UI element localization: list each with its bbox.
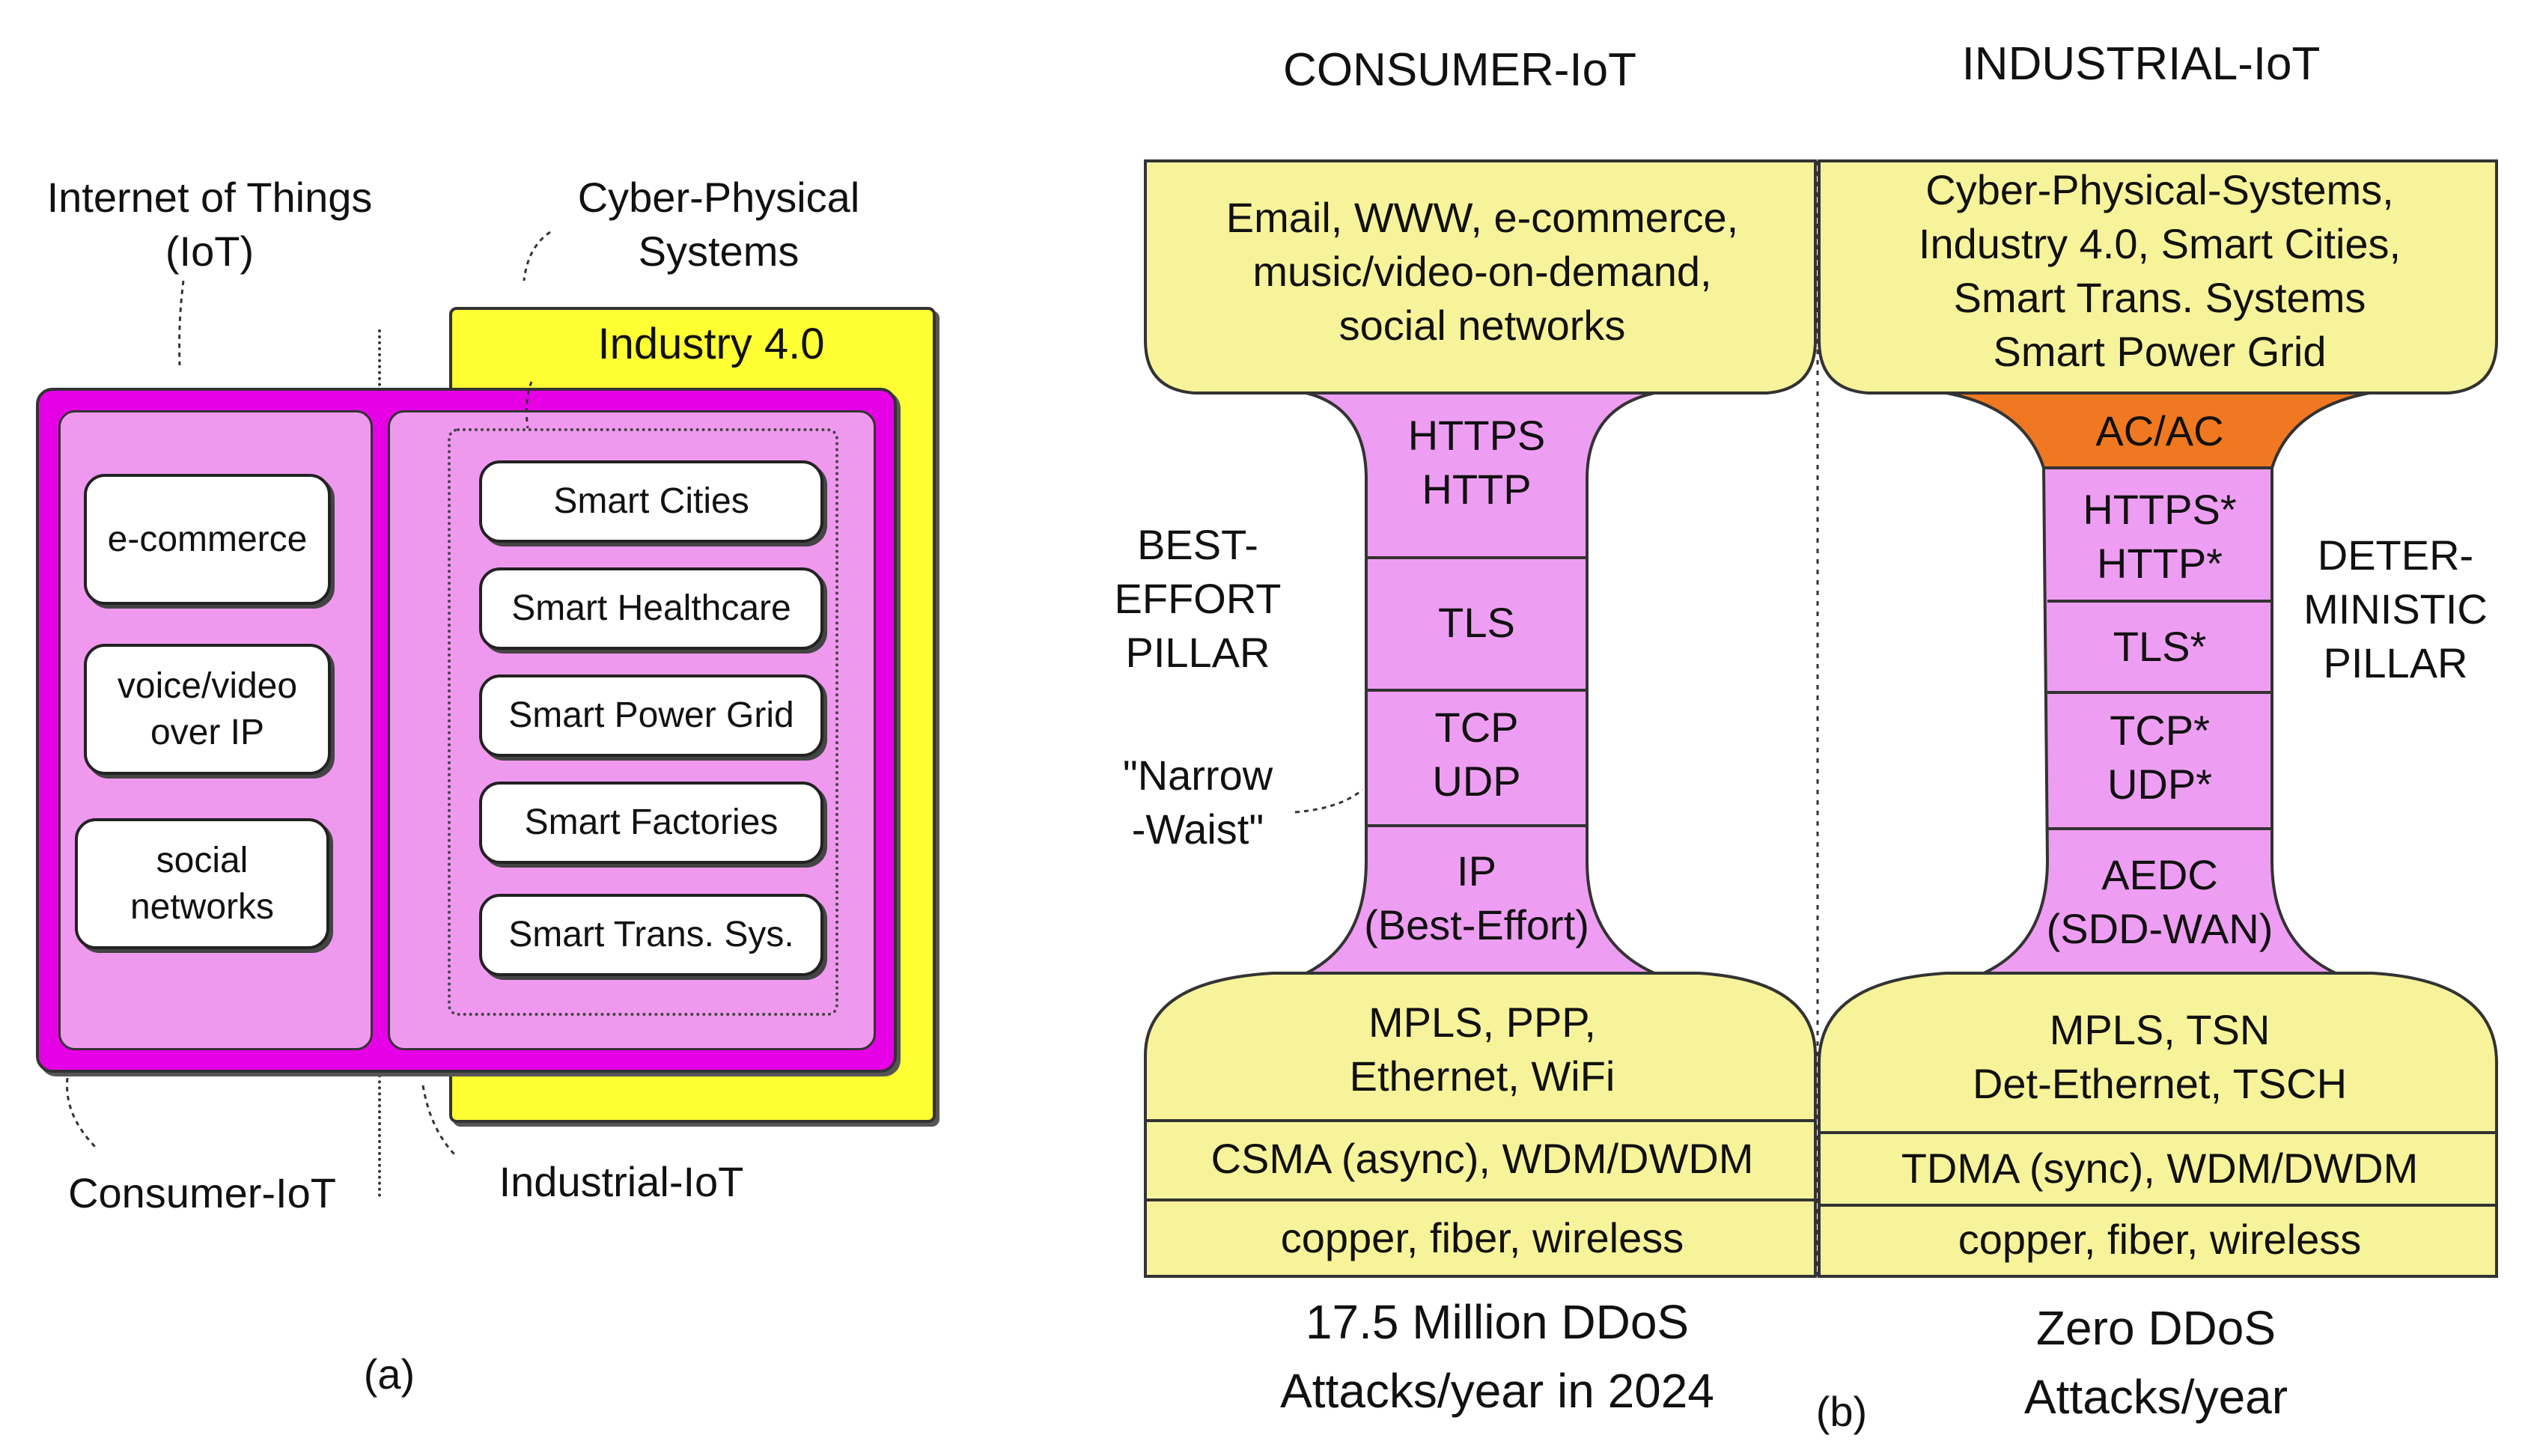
industry-4-0-title: Industry 4.0 bbox=[597, 320, 825, 368]
consumer-applications: Email, WWW, e-commerce, music/video-on-d… bbox=[1225, 194, 1739, 349]
industrial-item-smart-factories: Smart Factories bbox=[479, 782, 823, 864]
iot-label: Internet of Things(IoT) bbox=[46, 174, 373, 275]
narrow-waist-label: "Narrow -Waist" bbox=[1122, 752, 1273, 853]
industrial-item-smart-trans-sys: Smart Trans. Sys. bbox=[479, 894, 823, 976]
industrial-item-smart-healthcare: Smart Healthcare bbox=[479, 567, 823, 650]
industrial-layer-http: HTTPS*HTTP* bbox=[2083, 486, 2237, 587]
consumer-link-layer: MPLS, PPP,Ethernet, WiFi bbox=[1349, 999, 1615, 1100]
consumer-iot-heading: CONSUMER-IoT bbox=[1283, 44, 1636, 96]
industrial-iot-label: Industrial-IoT bbox=[499, 1158, 744, 1205]
industrial-physical-layer: copper, fiber, wireless bbox=[1958, 1216, 2362, 1263]
industrial-item-smart-power-grid: Smart Power Grid bbox=[479, 674, 823, 757]
industrial-layer-aedc: AEDC(SDD-WAN) bbox=[2046, 851, 2273, 952]
industrial-applications: Cyber-Physical-Systems, Industry 4.0, Sm… bbox=[1918, 166, 2402, 375]
consumer-iot-label: Consumer-IoT bbox=[68, 1169, 336, 1216]
panel-b-caption: (b) bbox=[1815, 1388, 1868, 1435]
consumer-mac-layer: CSMA (async), WDM/DWDM bbox=[1210, 1135, 1754, 1182]
industrial-layer-tls: TLS* bbox=[2113, 623, 2207, 670]
industrial-ddos-stat: Zero DDoS Attacks/year bbox=[2023, 1301, 2288, 1424]
cps-group bbox=[448, 428, 838, 1016]
consumer-physical-layer: copper, fiber, wireless bbox=[1280, 1214, 1684, 1261]
industrial-layer-acac: AC/AC bbox=[2095, 407, 2224, 454]
consumer-ddos-stat: 17.5 Million DDoS Attacks/year in 2024 bbox=[1280, 1295, 1714, 1418]
best-effort-pillar-label: BEST- EFFORT PILLAR bbox=[1114, 521, 1282, 676]
deterministic-pillar-label: DETER- MINISTIC PILLAR bbox=[2303, 531, 2488, 686]
industrial-item-smart-cities: Smart Cities bbox=[479, 460, 823, 543]
industrial-layer-transport: TCP*UDP* bbox=[2107, 707, 2213, 808]
panel-a-caption: (a) bbox=[363, 1350, 415, 1398]
panel-a-leader-lines bbox=[66, 231, 551, 1158]
industrial-iot-heading: INDUSTRIAL-IoT bbox=[1961, 38, 2321, 90]
consumer-layer-tls: TLS bbox=[1438, 599, 1515, 646]
consumer-layer-ip: IP(Best-Effort) bbox=[1364, 847, 1589, 948]
industrial-mac-layer: TDMA (sync), WDM/DWDM bbox=[1901, 1145, 2419, 1192]
consumer-item-e-commerce: e-commerce bbox=[84, 474, 331, 605]
